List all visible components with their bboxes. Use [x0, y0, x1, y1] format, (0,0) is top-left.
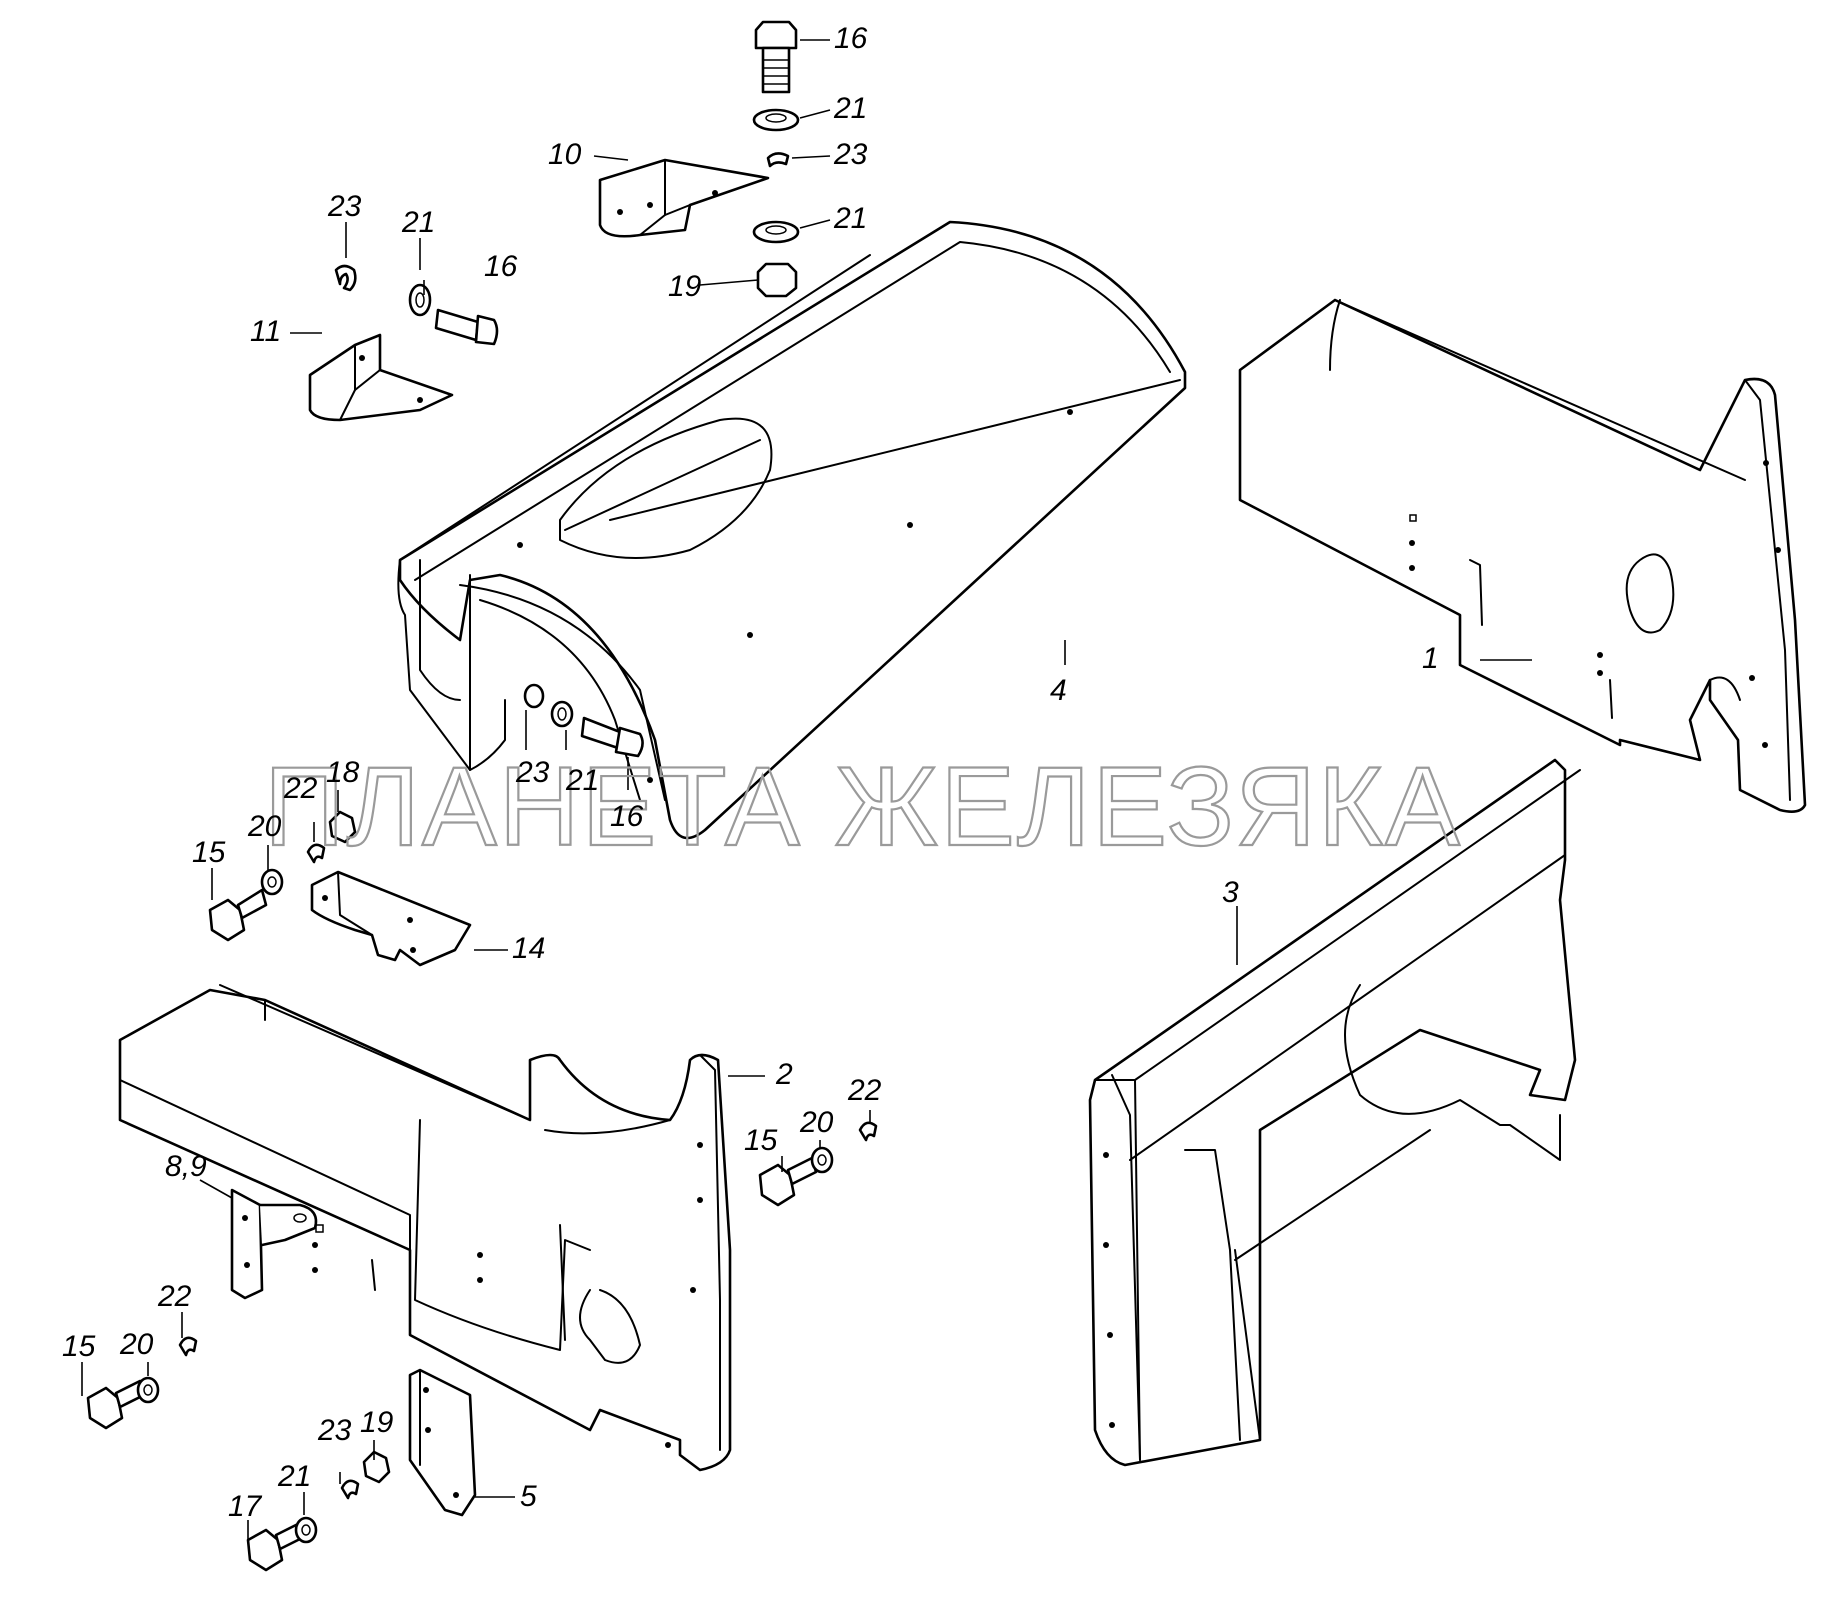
- callout-11: 11: [250, 315, 281, 348]
- callout-16-b: 16: [484, 250, 518, 283]
- callout-20-c: 20: [119, 1328, 154, 1361]
- callout-8-9: 8,9: [165, 1150, 207, 1183]
- bolt-17-icon: [246, 1528, 284, 1572]
- part-8-9-bracket: [230, 1188, 318, 1300]
- callout-2: 2: [775, 1058, 793, 1091]
- callout-22-a: 22: [283, 772, 318, 805]
- part-2-right-fastener-set: [758, 1121, 878, 1207]
- callout-19-b: 19: [360, 1406, 394, 1439]
- part-3-panel: [1088, 758, 1581, 1467]
- bolt-16-icon: [754, 20, 798, 50]
- callout-18: 18: [326, 756, 360, 789]
- bolt-15-icon: [208, 898, 246, 942]
- bolt-16-icon: [434, 308, 480, 342]
- callout-1: 1: [1422, 642, 1439, 675]
- part-5-bracket: [408, 1368, 477, 1517]
- circlip-23-icon: [340, 1479, 360, 1500]
- circlip-22-icon: [306, 843, 326, 864]
- circlip-23-icon: [334, 264, 357, 292]
- nut-19-icon: [756, 262, 798, 298]
- top-fastener-stack: [752, 20, 800, 298]
- callout-23-c: 23: [515, 756, 550, 789]
- callout-21-e: 21: [277, 1460, 311, 1493]
- callout-labels: 1 2 3 4 5 8,9 10 11 14 15 15 15 16 16 16…: [62, 22, 1439, 1523]
- nut-18-icon: [328, 810, 357, 844]
- left-top-fastener-set: [334, 264, 499, 346]
- washer-21-icon: [408, 283, 432, 317]
- washer-21-icon: [550, 700, 574, 728]
- bolt-15-icon: [758, 1163, 796, 1207]
- circlip-23-icon: [523, 683, 545, 709]
- part-8-9-fastener-set: [86, 1336, 198, 1430]
- callout-23-b: 23: [327, 190, 362, 223]
- cover-bolt-set: [523, 683, 644, 758]
- callout-19-a: 19: [668, 270, 702, 303]
- callout-3: 3: [1222, 876, 1239, 909]
- callout-4: 4: [1050, 674, 1067, 707]
- callout-15-a: 15: [192, 836, 226, 869]
- callout-23-a: 23: [833, 138, 868, 171]
- callout-15-c: 15: [62, 1330, 96, 1363]
- washer-20-icon: [136, 1376, 160, 1404]
- callout-15-b: 15: [744, 1124, 778, 1157]
- callout-10: 10: [548, 138, 582, 171]
- washer-20-icon: [260, 868, 284, 896]
- callout-5: 5: [520, 1480, 537, 1513]
- part-5-fastener-set: [246, 1450, 391, 1572]
- washer-21-icon: [294, 1516, 318, 1544]
- callout-21-c: 21: [833, 202, 867, 235]
- callout-21-b: 21: [565, 764, 599, 797]
- circlip-22-icon: [178, 1336, 198, 1357]
- bracket-14-fastener-set: [208, 810, 357, 942]
- washer-21-icon: [752, 220, 800, 244]
- leader-lines: [81, 39, 1532, 1540]
- washer-20-icon: [810, 1146, 834, 1174]
- part-2-panel: [118, 984, 732, 1472]
- part-10-bracket: [598, 158, 770, 238]
- callout-16-c: 16: [610, 800, 644, 833]
- callout-20-b: 20: [799, 1106, 834, 1139]
- callout-23-d: 23: [317, 1414, 352, 1447]
- callout-21-d: 21: [401, 206, 435, 239]
- callout-22-b: 22: [847, 1074, 882, 1107]
- watermark: ПЛАНЕТА ЖЕЛЕЗЯКА: [264, 744, 1462, 869]
- callout-14: 14: [512, 932, 545, 965]
- part-4-cover: [397, 220, 1187, 840]
- nut-19-icon: [362, 1450, 391, 1484]
- callout-22-c: 22: [157, 1280, 192, 1313]
- part-14-bracket: [310, 870, 472, 967]
- bolt-15-icon: [86, 1386, 124, 1430]
- part-1-panel: [1238, 298, 1807, 813]
- callout-16-a: 16: [834, 22, 868, 55]
- washer-21-icon: [752, 108, 800, 132]
- callout-21-a: 21: [833, 92, 867, 125]
- circlip-23-icon: [766, 152, 790, 168]
- callout-20-a: 20: [247, 810, 282, 843]
- circlip-22-icon: [858, 1121, 878, 1142]
- callout-17: 17: [228, 1490, 263, 1523]
- part-11-bracket: [308, 333, 454, 422]
